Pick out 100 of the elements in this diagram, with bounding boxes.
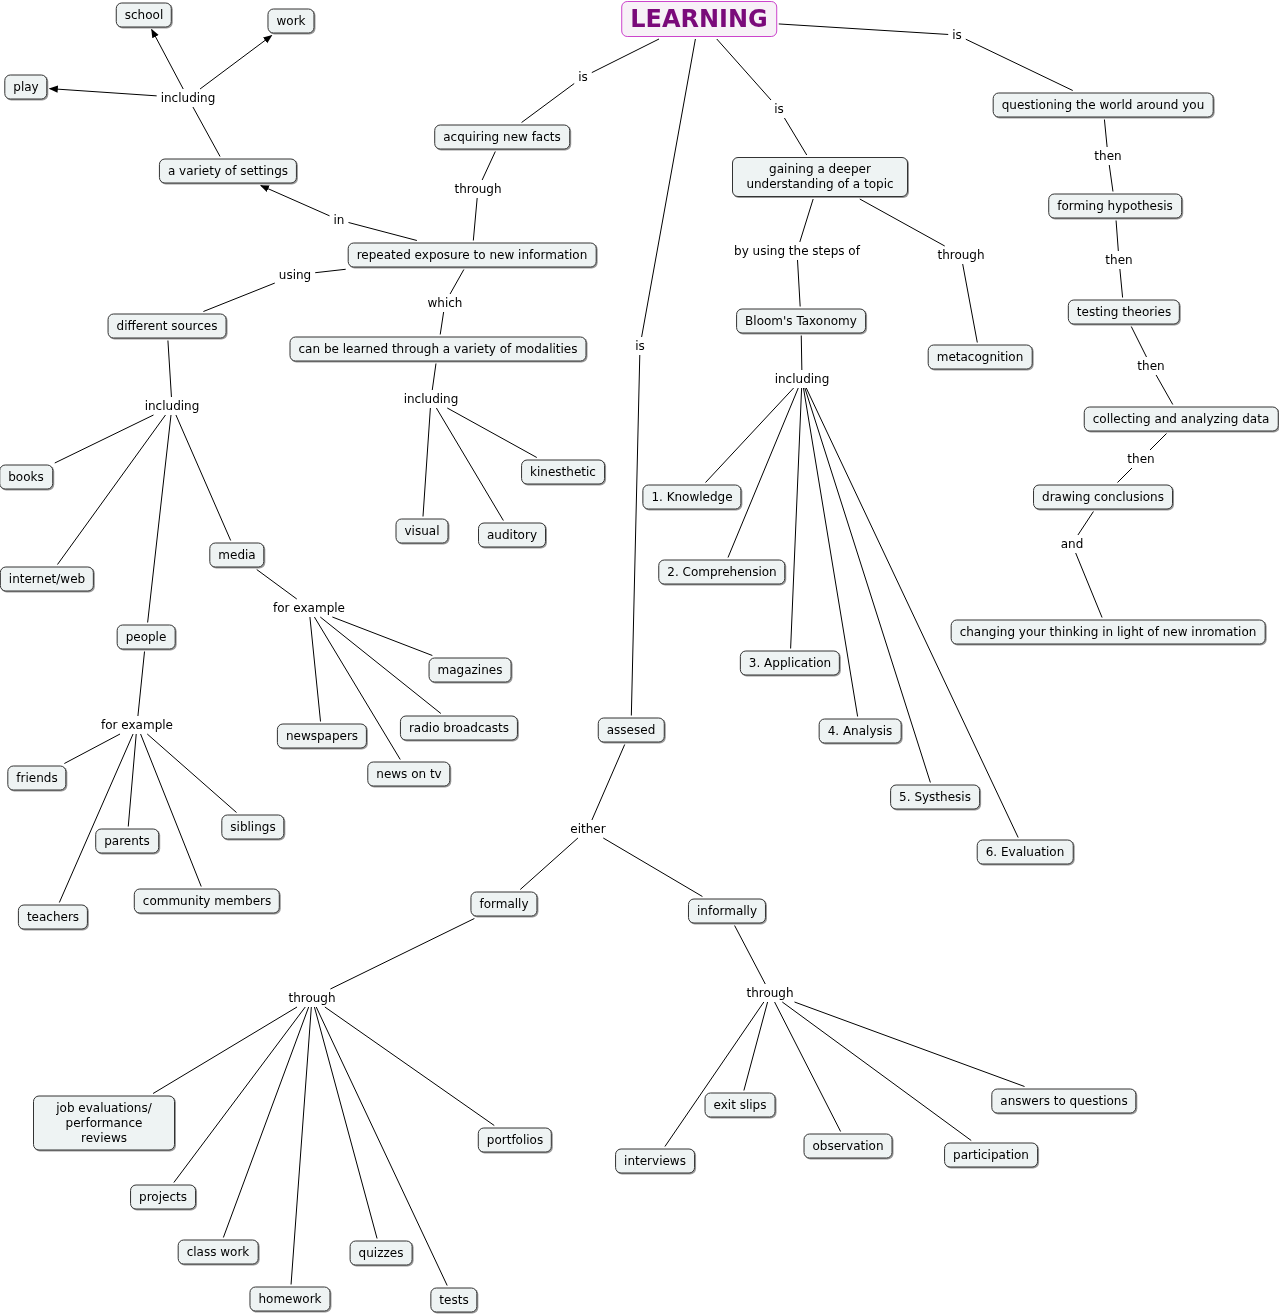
- connector-line: [591, 744, 626, 821]
- linking-phrase: including: [772, 372, 832, 386]
- connector-line: [313, 616, 401, 760]
- concept-box: questioning the world around you: [992, 92, 1214, 118]
- concept-box: metacognition: [927, 344, 1033, 370]
- connector-line: [1075, 552, 1103, 618]
- connector-line: [778, 23, 949, 35]
- connector-line: [1115, 220, 1119, 252]
- connector-line: [1117, 467, 1133, 483]
- concept-box: informally: [688, 898, 766, 924]
- connector-line: [521, 83, 575, 123]
- connector-line: [799, 198, 814, 243]
- connector-line: [797, 259, 801, 307]
- connector-line: [127, 733, 137, 827]
- connector-line: [147, 414, 172, 623]
- concept-box: news on tv: [367, 761, 451, 787]
- concept-box: books: [0, 464, 53, 490]
- linking-phrase: then: [1135, 359, 1167, 373]
- concept-box: interviews: [615, 1148, 695, 1174]
- concept-box: kinesthetic: [521, 459, 605, 485]
- connector-line: [602, 837, 703, 897]
- connector-line: [716, 38, 772, 101]
- connector-line: [57, 414, 166, 565]
- concept-box: teachers: [17, 904, 89, 930]
- linking-phrase: through: [452, 182, 504, 196]
- connector-line: [803, 387, 859, 717]
- connector-line: [331, 616, 433, 656]
- connector-line: [1108, 164, 1114, 192]
- concept-box: acquiring new facts: [434, 124, 570, 150]
- concept-box: changing your thinking in light of new inromation: [950, 619, 1266, 645]
- connector-line: [630, 354, 641, 716]
- linking-phrase: is: [576, 70, 590, 84]
- connector-line: [591, 38, 660, 74]
- connector-line: [641, 38, 696, 338]
- connector-line: [309, 616, 322, 722]
- linking-phrase: is: [633, 339, 647, 353]
- connector-line: [781, 1001, 972, 1141]
- concept-box: assesed: [597, 717, 665, 743]
- concept-box: play: [4, 74, 48, 100]
- concept-box: gaining a deeper understanding of a topic: [732, 157, 908, 197]
- concept-box: observation: [803, 1133, 893, 1159]
- connector-line: [439, 311, 445, 335]
- linking-phrase: for example: [99, 718, 175, 732]
- concept-box: forming hypothesis: [1048, 193, 1182, 219]
- connector-line: [794, 1001, 1026, 1087]
- connector-line: [727, 387, 799, 558]
- concept-box: 3. Application: [739, 650, 841, 676]
- concept-box: Bloom's Taxonomy: [736, 308, 866, 334]
- connector-line: [774, 1001, 842, 1132]
- concept-box: homework: [249, 1286, 331, 1312]
- arrow: [48, 85, 158, 97]
- concept-box: formally: [470, 891, 538, 917]
- connector-line: [472, 197, 478, 241]
- connector-line: [146, 733, 237, 813]
- linking-phrase: using: [276, 268, 314, 282]
- linking-phrase: is: [950, 28, 964, 42]
- linking-phrase: in: [331, 213, 347, 227]
- connector-line: [449, 269, 465, 295]
- concept-box: testing theories: [1067, 299, 1181, 325]
- connector-line: [962, 263, 978, 343]
- connector-line: [152, 1006, 298, 1094]
- connector-line: [1103, 119, 1108, 148]
- connector-line: [58, 733, 134, 903]
- title-concept-box: LEARNING: [621, 1, 777, 37]
- linking-phrase: including: [142, 399, 202, 413]
- connector-line: [202, 282, 276, 312]
- connector-line: [804, 387, 931, 783]
- connector-line: [422, 407, 431, 517]
- concept-box: portfolios: [477, 1127, 553, 1153]
- concept-box: internet/web: [0, 566, 95, 592]
- concept-box: radio broadcasts: [399, 715, 519, 741]
- connector-line: [1119, 268, 1124, 298]
- concept-box: people: [116, 624, 176, 650]
- connector-line: [734, 925, 766, 985]
- concept-box: different sources: [107, 313, 227, 339]
- linking-phrase: and: [1058, 537, 1086, 551]
- connector-line: [175, 414, 232, 541]
- concept-box: participation: [944, 1142, 1038, 1168]
- connector-line: [348, 222, 418, 241]
- linking-phrase: which: [425, 296, 465, 310]
- connector-line: [290, 1006, 312, 1285]
- connector-line: [192, 106, 221, 157]
- connector-line: [1155, 374, 1174, 405]
- concept-box: exit slips: [704, 1092, 776, 1118]
- connector-line: [315, 1006, 448, 1286]
- concept-box: class work: [177, 1239, 259, 1265]
- concept-box: work: [267, 8, 315, 34]
- connector-line: [790, 387, 803, 649]
- concept-box: siblings: [221, 814, 285, 840]
- linking-phrase: including: [401, 392, 461, 406]
- concept-box: 4. Analysis: [818, 718, 902, 744]
- arrow: [151, 28, 184, 90]
- linking-phrase: then: [1103, 253, 1135, 267]
- connector-line: [173, 1006, 306, 1183]
- connector-line: [519, 837, 579, 890]
- concept-box: quizzes: [349, 1240, 413, 1266]
- connector-line: [1149, 433, 1167, 451]
- concept-box: 6. Evaluation: [976, 839, 1074, 865]
- linking-phrase: by using the steps of: [732, 244, 862, 258]
- concept-box: a variety of settings: [158, 158, 298, 184]
